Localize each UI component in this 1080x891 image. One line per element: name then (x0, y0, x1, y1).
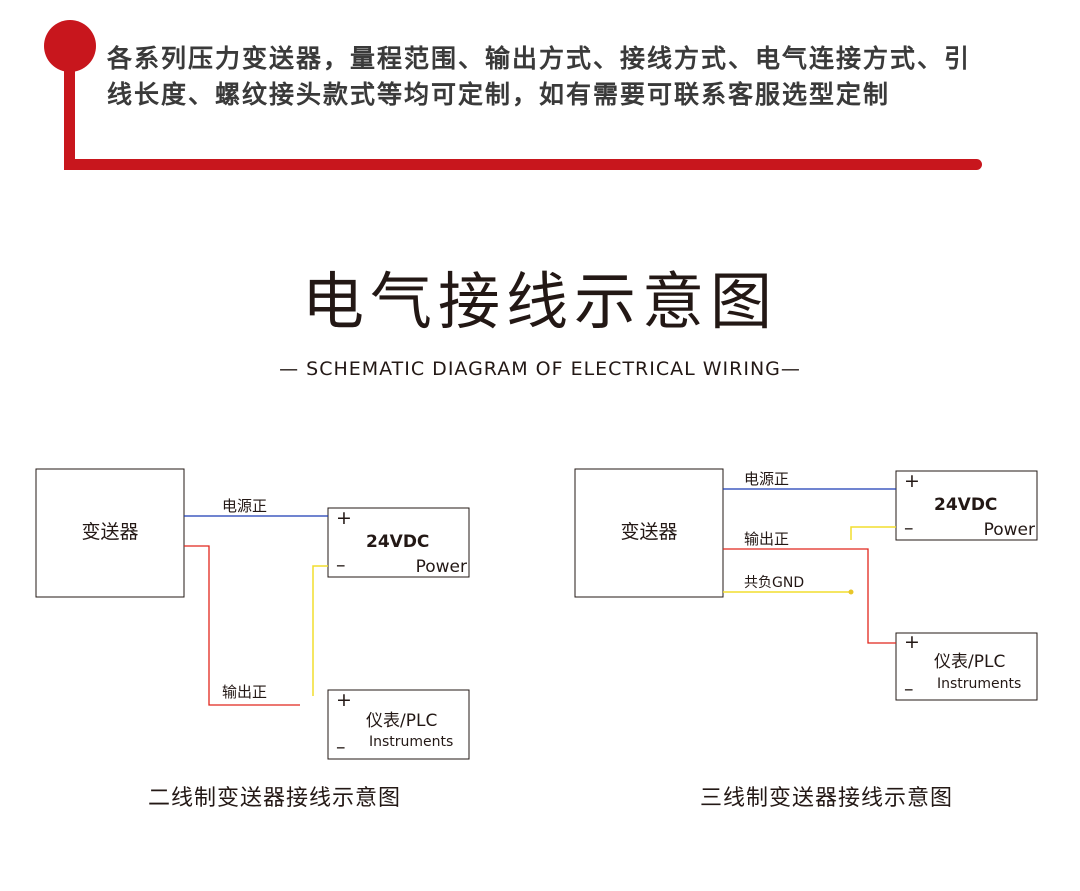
page-subtitle: — SCHEMATIC DIAGRAM OF ELECTRICAL WIRING… (279, 358, 801, 380)
three-wire-transmitter-box (574, 468, 724, 598)
three-wire-power-voltage: 24VDC (934, 495, 997, 515)
two-wire-label-power-positive: 电源正 (222, 497, 267, 515)
two-wire-label-output-positive: 输出正 (222, 683, 267, 701)
three-wire-instrument-box (895, 632, 1038, 701)
three-wire-instrument-minus: – (904, 678, 914, 700)
two-wire-diagram: 变送器 + 24VDC – Power + 仪表/PLC Instruments… (35, 468, 470, 760)
accent-horizontal-bar (64, 159, 982, 170)
three-wire-output-positive-wire (723, 548, 896, 644)
three-wire-instrument-plus: + (904, 631, 920, 653)
two-wire-instrument-plus: + (336, 689, 352, 711)
three-wire-diagram: 变送器 + 24VDC – Power + 仪表/PLC Instruments… (574, 468, 1038, 701)
three-wire-transmitter-label: 变送器 (620, 521, 677, 543)
two-wire-power-minus: – (336, 554, 346, 576)
two-wire-power-box (327, 507, 470, 578)
three-wire-ground-junction (848, 589, 854, 595)
two-wire-transmitter-label: 变送器 (81, 521, 138, 543)
three-wire-power-label: Power (984, 520, 1035, 540)
three-wire-label-common-gnd: 共负GND (744, 575, 804, 591)
intro-text: 各系列压力变送器，量程范围、输出方式、接线方式、电气连接方式、引线长度、螺纹接头… (107, 44, 972, 109)
two-wire-instrument-minus: – (336, 736, 346, 758)
three-wire-instrument-label: 仪表/PLC (934, 652, 1005, 672)
two-wire-power-plus: + (336, 507, 352, 529)
two-wire-output-positive-wire (184, 545, 300, 706)
two-wire-transmitter-box (35, 468, 185, 598)
accent-vertical-bar (64, 60, 75, 170)
three-wire-ground-bus (850, 526, 896, 540)
page-title: 电气接线示意图 (301, 265, 778, 338)
two-wire-instrument-label: 仪表/PLC (366, 711, 437, 731)
two-wire-instrument-sub: Instruments (369, 734, 453, 750)
three-wire-instrument-sub: Instruments (937, 676, 1021, 692)
three-wire-caption: 三线制变送器接线示意图 (700, 786, 954, 811)
three-wire-label-output-positive: 输出正 (744, 530, 789, 548)
two-wire-instrument-box (327, 689, 470, 760)
two-wire-caption: 二线制变送器接线示意图 (148, 786, 402, 811)
two-wire-power-voltage: 24VDC (366, 532, 429, 552)
two-wire-return-wire (312, 565, 328, 696)
two-wire-power-label: Power (416, 557, 467, 577)
three-wire-label-power-positive: 电源正 (744, 470, 789, 488)
three-wire-power-plus: + (904, 470, 920, 492)
three-wire-power-box (895, 470, 1038, 541)
three-wire-power-minus: – (904, 517, 914, 539)
